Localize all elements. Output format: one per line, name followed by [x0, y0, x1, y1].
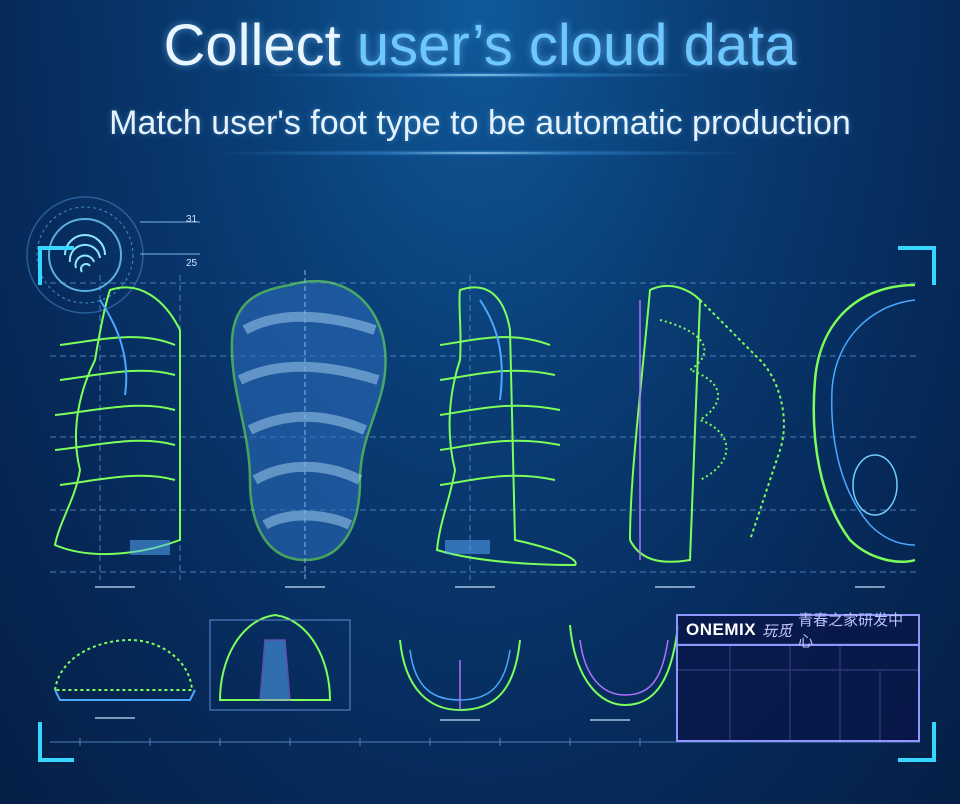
page-title: Collect user’s cloud data [0, 12, 960, 79]
title-part-2: user’s cloud data [356, 13, 797, 78]
drawing-caption-marks [95, 586, 885, 721]
shoe-section-view [628, 284, 785, 563]
drawing-title-block: ONEMIX 玩觅 青春之家研发中心 [676, 612, 920, 742]
brand-logo-text: ONEMIX [686, 620, 757, 639]
section-view-b [209, 613, 351, 711]
hud-tick-bottom: 25 [186, 258, 198, 269]
brand-cn-text: 玩觅 [762, 622, 793, 640]
drawing-grid [50, 275, 920, 580]
title-part-1: Collect [163, 13, 341, 78]
section-view-a [53, 638, 196, 701]
page-subtitle: Match user's foot type to be automatic p… [109, 104, 851, 142]
corner-bracket-icon [38, 246, 936, 762]
shoe-top-view [812, 283, 916, 564]
fingerprint-icon [26, 196, 200, 314]
hud-tick-top: 31 [186, 214, 198, 225]
bottom-ruler [50, 738, 920, 746]
title-block-header: ONEMIX 玩觅 青春之家研发中心 [678, 612, 918, 650]
research-center-name: 青春之家研发中心 [798, 612, 904, 650]
subtitle-light-flare [200, 150, 760, 156]
shoe-lateral-view [435, 286, 577, 567]
section-view-d [569, 624, 679, 707]
title-light-flare [250, 72, 710, 78]
section-view-c [399, 639, 521, 712]
shoe-sole-bottom-view [230, 270, 387, 580]
shoe-medial-view [53, 286, 181, 556]
